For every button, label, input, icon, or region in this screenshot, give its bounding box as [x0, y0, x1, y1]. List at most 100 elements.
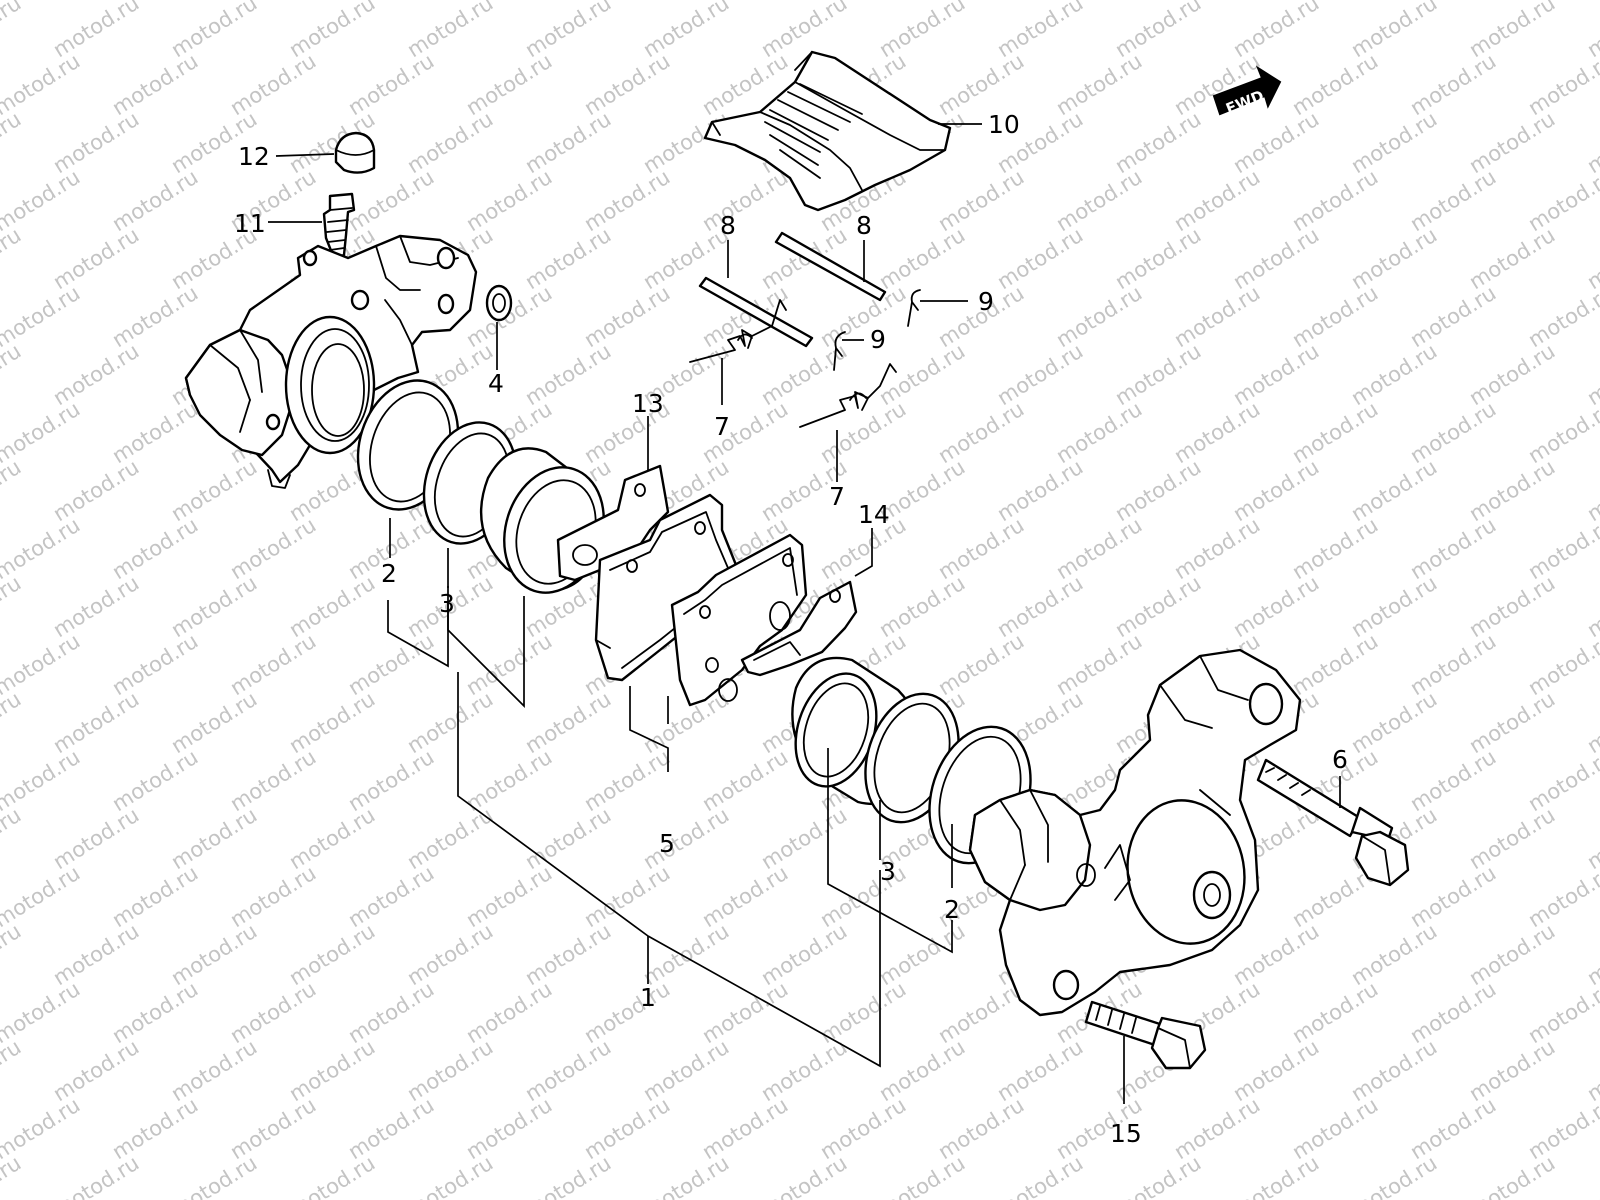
watermark-text: motod.ru — [875, 1035, 969, 1106]
brake-pad-right — [670, 533, 808, 707]
watermark-text: motod.ru — [49, 1035, 143, 1106]
watermark-text: motod.ru — [757, 803, 851, 874]
watermark-text: motod.ru — [462, 861, 556, 932]
watermark-text: motod.ru — [1583, 107, 1600, 178]
watermark-text: motod.ru — [875, 223, 969, 294]
watermark-text: motod.ru — [344, 49, 438, 120]
watermark-text: motod.ru — [1524, 745, 1600, 816]
watermark-text: motod.ru — [167, 571, 261, 642]
watermark-text: motod.ru — [462, 1093, 556, 1164]
watermark-text: motod.ru — [757, 1035, 851, 1106]
watermark-text: motod.ru — [1406, 281, 1500, 352]
mounting-bolt-lower — [1084, 1000, 1207, 1070]
watermark-text: motod.ru — [1524, 49, 1600, 120]
watermark-text: motod.ru — [108, 745, 202, 816]
watermark-text: motod.ru — [934, 165, 1028, 236]
watermark-text: motod.ru — [580, 281, 674, 352]
watermark-text: motod.ru — [167, 803, 261, 874]
watermark-text: motod.ru — [1465, 455, 1559, 526]
watermark-text: motod.ru — [698, 165, 792, 236]
callout-2-right: 2 — [944, 895, 960, 924]
watermark-text: motod.ru — [0, 0, 25, 62]
watermark-text: motod.ru — [226, 745, 320, 816]
watermark-text: motod.ru — [521, 919, 615, 990]
watermark-text: motod.ru — [639, 1035, 733, 1106]
watermark-text: motod.ru — [1288, 629, 1382, 700]
caliper-housing-right — [968, 648, 1302, 1017]
watermark-text: motod.ru — [344, 629, 438, 700]
watermark-text: motod.ru — [934, 629, 1028, 700]
watermark-text: motod.ru — [757, 1151, 851, 1200]
watermark-text: motod.ru — [521, 107, 615, 178]
watermark-text: motod.ru — [108, 1093, 202, 1164]
fwd-arrow-icon — [1212, 65, 1282, 116]
callout-14: 14 — [858, 500, 890, 529]
watermark-text: motod.ru — [757, 0, 851, 62]
watermark-text: motod.ru — [993, 455, 1087, 526]
watermark-text: motod.ru — [108, 281, 202, 352]
watermark-text: motod.ru — [1052, 397, 1146, 468]
watermark-text: motod.ru — [1583, 1035, 1600, 1106]
watermark-text: motod.ru — [993, 1035, 1087, 1106]
watermark-text: motod.ru — [580, 977, 674, 1048]
watermark-text: motod.ru — [1406, 977, 1500, 1048]
watermark-text: motod.ru — [698, 977, 792, 1048]
watermark-text: motod.ru — [167, 1035, 261, 1106]
callout-11: 11 — [234, 209, 266, 238]
watermark-text: motod.ru — [993, 339, 1087, 410]
watermark-text: motod.ru — [167, 0, 261, 62]
watermark-text: motod.ru — [698, 397, 792, 468]
watermark-text: motod.ru — [1406, 629, 1500, 700]
watermark-text: motod.ru — [1465, 107, 1559, 178]
callout-8-lower: 8 — [720, 211, 736, 240]
watermark-text: motod.ru — [1111, 339, 1205, 410]
watermark-text: motod.ru — [993, 223, 1087, 294]
watermark-text: motod.ru — [344, 861, 438, 932]
watermark-text: motod.ru — [1406, 861, 1500, 932]
watermark-text: motod.ru — [1229, 339, 1323, 410]
watermark-text: motod.ru — [403, 919, 497, 990]
watermark-text: motod.ru — [344, 165, 438, 236]
watermark-text: motod.ru — [1583, 687, 1600, 758]
watermark-text: motod.ru — [875, 1151, 969, 1200]
watermark-text: motod.ru — [285, 919, 379, 990]
watermark-text: motod.ru — [1583, 571, 1600, 642]
pad-shim-right — [740, 580, 858, 677]
watermark-text: motod.ru — [403, 107, 497, 178]
watermark-text: motod.ru — [1288, 397, 1382, 468]
pad-pin-upper — [774, 231, 887, 302]
watermark-text: motod.ru — [1524, 397, 1600, 468]
leader-lines — [268, 123, 1341, 1104]
watermark-text: motod.ru — [0, 919, 25, 990]
watermark-text: motod.ru — [49, 1151, 143, 1200]
watermark-text: motod.ru — [403, 687, 497, 758]
watermark-text: motod.ru — [0, 223, 25, 294]
watermark-text: motod.ru — [1406, 397, 1500, 468]
watermark-text: motod.ru — [816, 1093, 910, 1164]
watermark-text: motod.ru — [875, 339, 969, 410]
watermark-text: motod.ru — [49, 455, 143, 526]
watermark-text: motod.ru — [49, 687, 143, 758]
watermark-text: motod.ru — [1524, 861, 1600, 932]
watermark-text: motod.ru — [1111, 1151, 1205, 1200]
watermark-text: motod.ru — [1347, 687, 1441, 758]
watermark-text: motod.ru — [875, 0, 969, 62]
watermark-text: motod.ru — [1288, 49, 1382, 120]
watermark-text: motod.ru — [285, 687, 379, 758]
callout-3-left: 3 — [439, 589, 455, 618]
watermark-text: motod.ru — [698, 1093, 792, 1164]
watermark-text: motod.ru — [1524, 513, 1600, 584]
watermark-text: motod.ru — [1465, 1035, 1559, 1106]
watermark-text: motod.ru — [1524, 281, 1600, 352]
watermark-text: motod.ru — [521, 223, 615, 294]
watermark-text: motod.ru — [1406, 745, 1500, 816]
watermark-text: motod.ru — [0, 571, 25, 642]
caliper-housing-left — [184, 234, 478, 489]
watermark-text: motod.ru — [521, 339, 615, 410]
watermark-text: motod.ru — [1111, 223, 1205, 294]
watermark-text: motod.ru — [1583, 455, 1600, 526]
watermark-text: motod.ru — [1170, 165, 1264, 236]
watermark-text: motod.ru — [226, 513, 320, 584]
callout-3-right: 3 — [880, 857, 896, 886]
watermark-text: motod.ru — [1052, 281, 1146, 352]
